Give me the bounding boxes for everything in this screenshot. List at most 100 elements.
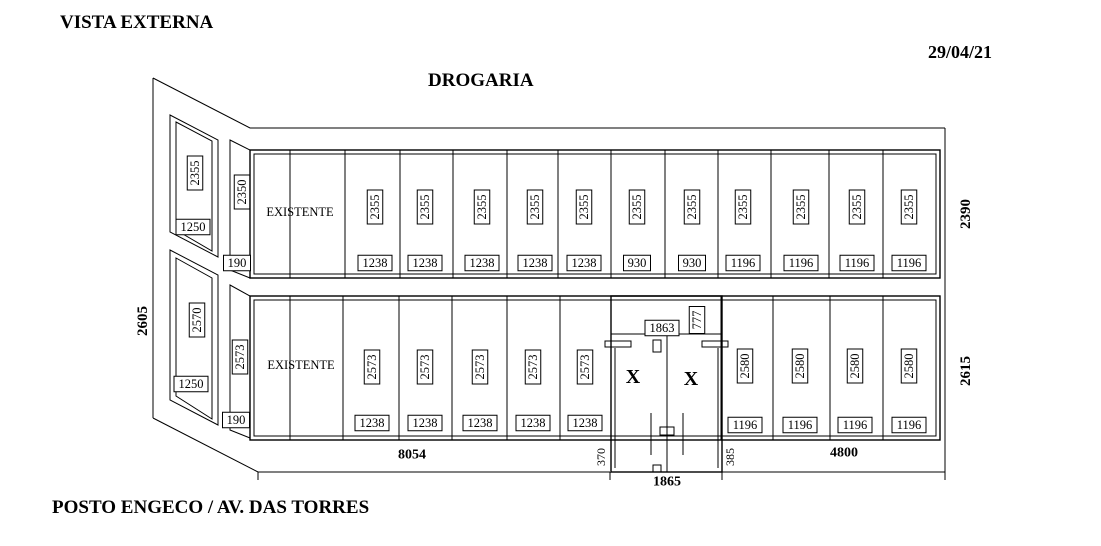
svg-text:930: 930 bbox=[628, 256, 647, 270]
svg-text:2355: 2355 bbox=[577, 195, 591, 220]
svg-text:1238: 1238 bbox=[413, 256, 438, 270]
side-inner-top-height: 2350 bbox=[233, 174, 251, 210]
side-panels bbox=[169, 114, 251, 439]
svg-text:2355: 2355 bbox=[736, 195, 750, 220]
top-panel-width: 1238 bbox=[407, 254, 443, 272]
bottom-panel-width: 1196 bbox=[782, 416, 818, 434]
bottom-left-width-dim: 8054 bbox=[398, 448, 426, 463]
top-panel-width: 1196 bbox=[725, 254, 761, 272]
svg-text:2390: 2390 bbox=[958, 199, 974, 229]
bottom-panel-width: 1196 bbox=[837, 416, 873, 434]
bottom-panel-height: 2580 bbox=[900, 348, 918, 384]
top-panel-width: 1238 bbox=[566, 254, 602, 272]
side-inner-top-width: 190 bbox=[223, 254, 251, 272]
svg-text:2615: 2615 bbox=[958, 356, 974, 386]
store-name: DROGARIA bbox=[428, 70, 534, 91]
svg-text:1196: 1196 bbox=[731, 256, 756, 270]
svg-text:190: 190 bbox=[227, 413, 246, 427]
top-panel-height: 2355 bbox=[792, 189, 810, 225]
top-panel-height: 2355 bbox=[734, 189, 752, 225]
svg-text:2570: 2570 bbox=[190, 308, 204, 333]
bottom-panel-width: 1238 bbox=[462, 414, 498, 432]
date-label: 29/04/21 bbox=[928, 42, 993, 62]
top-panel-height: 2355 bbox=[683, 189, 701, 225]
top-panel-height: 2355 bbox=[526, 189, 544, 225]
top-panel-height: 2355 bbox=[416, 189, 434, 225]
top-panel-height: 2355 bbox=[575, 189, 593, 225]
side-outer-bottom-height: 2570 bbox=[188, 302, 206, 338]
svg-text:2573: 2573 bbox=[418, 355, 432, 380]
top-panel-width: 1196 bbox=[839, 254, 875, 272]
bottom-panel-width: 1238 bbox=[567, 414, 603, 432]
svg-text:2580: 2580 bbox=[793, 354, 807, 379]
bottom-panel-height: 2580 bbox=[736, 348, 754, 384]
top-existing-label: EXISTENTE bbox=[266, 205, 334, 219]
svg-text:1238: 1238 bbox=[413, 416, 438, 430]
svg-text:2355: 2355 bbox=[630, 195, 644, 220]
top-row-dividers bbox=[289, 150, 884, 278]
svg-text:2580: 2580 bbox=[902, 354, 916, 379]
bottom-panel-width: 1238 bbox=[354, 414, 390, 432]
right-top-height-dim: 2390 bbox=[958, 199, 974, 229]
svg-text:X: X bbox=[684, 368, 699, 390]
svg-text:1196: 1196 bbox=[845, 256, 870, 270]
side-inner-bottom-height: 2573 bbox=[231, 339, 249, 375]
outline bbox=[152, 77, 946, 473]
svg-text:1238: 1238 bbox=[468, 416, 493, 430]
top-panel-height: 2355 bbox=[848, 189, 866, 225]
door-left-edge-dim: 370 bbox=[594, 448, 608, 466]
door-transom-height: 777 bbox=[688, 306, 706, 334]
svg-text:1238: 1238 bbox=[360, 416, 385, 430]
svg-text:2355: 2355 bbox=[528, 195, 542, 220]
bottom-panel-height: 2573 bbox=[363, 349, 381, 385]
bottom-panel-width: 1196 bbox=[727, 416, 763, 434]
top-panel-width: 1238 bbox=[517, 254, 553, 272]
bottom-right-width-dim: 4800 bbox=[830, 446, 858, 461]
location-footer: POSTO ENGECO / AV. DAS TORRES bbox=[52, 497, 370, 518]
svg-text:1865: 1865 bbox=[653, 475, 681, 490]
bottom-panel-height: 2573 bbox=[471, 349, 489, 385]
bottom-panel-width: 1238 bbox=[515, 414, 551, 432]
svg-text:2573: 2573 bbox=[365, 355, 379, 380]
side-outer-bottom-width: 1250 bbox=[173, 375, 209, 393]
svg-text:1238: 1238 bbox=[470, 256, 495, 270]
bottom-panel-height: 2573 bbox=[416, 349, 434, 385]
svg-text:1196: 1196 bbox=[897, 256, 922, 270]
svg-text:370: 370 bbox=[594, 448, 608, 466]
top-panel-width: 1196 bbox=[891, 254, 927, 272]
bottom-panel-width: 1238 bbox=[407, 414, 443, 432]
svg-text:2355: 2355 bbox=[794, 195, 808, 220]
svg-text:2573: 2573 bbox=[578, 355, 592, 380]
bottom-panel-width: 1196 bbox=[891, 416, 927, 434]
top-panel-width: 1238 bbox=[464, 254, 500, 272]
svg-text:1196: 1196 bbox=[733, 418, 758, 432]
svg-text:1196: 1196 bbox=[788, 418, 813, 432]
svg-text:1238: 1238 bbox=[573, 416, 598, 430]
svg-text:2355: 2355 bbox=[850, 195, 864, 220]
top-panel-width: 1238 bbox=[357, 254, 393, 272]
right-bottom-height-dim: 2615 bbox=[958, 356, 974, 386]
svg-text:1238: 1238 bbox=[572, 256, 597, 270]
door-right-edge-dim: 385 bbox=[723, 448, 737, 466]
top-panel-width: 930 bbox=[678, 254, 706, 272]
svg-text:1196: 1196 bbox=[897, 418, 922, 432]
door-leaf-mark: X bbox=[626, 366, 641, 388]
svg-text:777: 777 bbox=[690, 311, 704, 330]
svg-text:X: X bbox=[626, 366, 641, 388]
svg-text:2355: 2355 bbox=[685, 195, 699, 220]
svg-text:EXISTENTE: EXISTENTE bbox=[266, 205, 334, 219]
bottom-panel-height: 2573 bbox=[576, 349, 594, 385]
svg-text:2355: 2355 bbox=[368, 195, 382, 220]
dimension-lines bbox=[257, 472, 946, 480]
svg-text:190: 190 bbox=[228, 256, 247, 270]
svg-text:2355: 2355 bbox=[475, 195, 489, 220]
top-panel-height: 2355 bbox=[900, 189, 918, 225]
svg-text:1196: 1196 bbox=[843, 418, 868, 432]
top-panel-width: 1196 bbox=[783, 254, 819, 272]
svg-text:1250: 1250 bbox=[179, 377, 204, 391]
view-title: VISTA EXTERNA bbox=[60, 12, 214, 33]
svg-text:1196: 1196 bbox=[789, 256, 814, 270]
bottom-row-dividers bbox=[289, 296, 884, 440]
svg-text:2350: 2350 bbox=[235, 180, 249, 205]
